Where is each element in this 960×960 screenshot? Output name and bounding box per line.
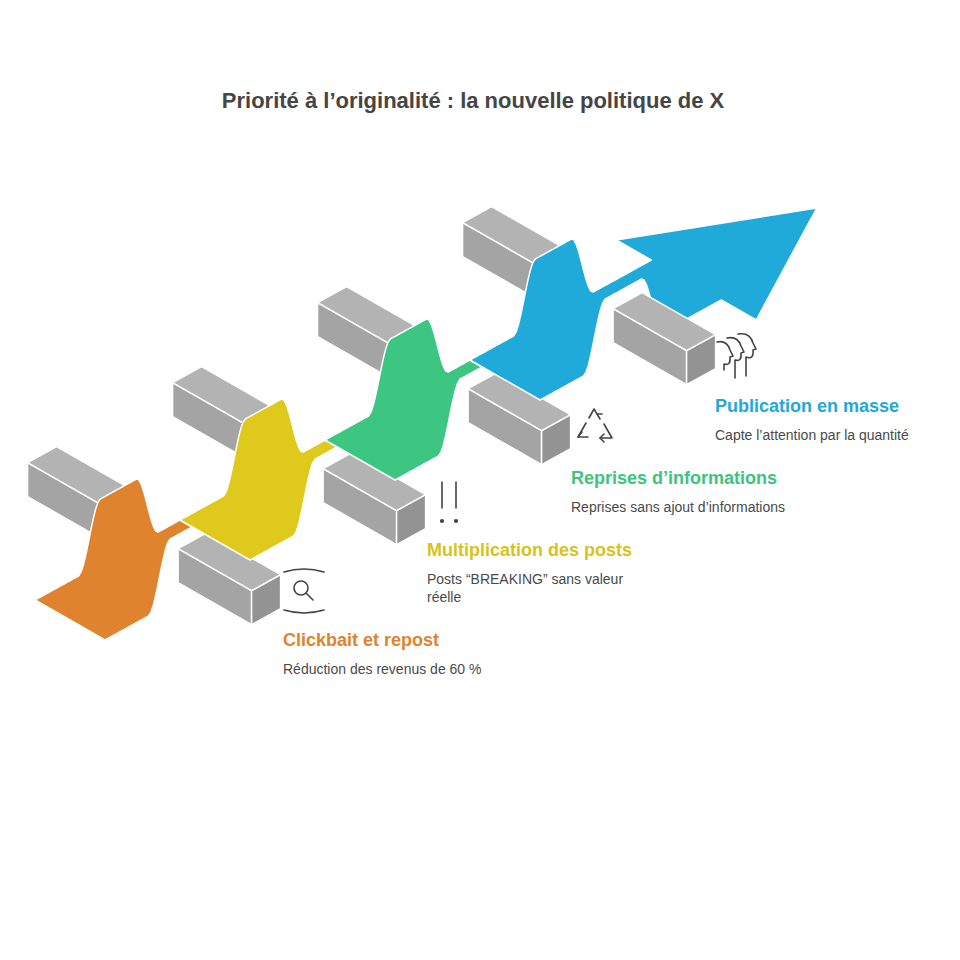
icon-stroke [738, 334, 756, 376]
ribbon-part [470, 208, 817, 400]
icon-stroke [600, 434, 604, 442]
step-description: Posts “BREAKING” sans valeur réelle [427, 570, 645, 606]
exclamation-icon [441, 482, 458, 522]
icon-stroke [578, 423, 588, 437]
step-description: Réduction des revenus de 60 % [283, 660, 523, 678]
step-heading: Multiplication des posts [427, 539, 645, 561]
ribbon-part [613, 293, 716, 351]
recycle-icon [578, 409, 612, 442]
step-description: Capte l’attention par la quantité [715, 426, 952, 444]
heads-icon [717, 334, 756, 378]
step-heading: Publication en masse [715, 395, 952, 417]
step-heading: Reprises d’informations [571, 467, 821, 489]
step-heading: Clickbait et repost [283, 629, 523, 651]
icon-stroke [578, 432, 582, 437]
icon-stroke [441, 520, 444, 523]
step-description: Reprises sans ajout d’informations [571, 498, 821, 516]
icon-stroke [597, 413, 602, 415]
icon-stroke [284, 569, 324, 572]
ribbon-illustration [28, 207, 817, 640]
search-icon [284, 569, 324, 613]
icon-stroke [284, 610, 324, 613]
icon-stroke [717, 342, 733, 370]
icon-stroke [442, 482, 456, 508]
step-label: Publication en masseCapte l’attention pa… [715, 395, 952, 444]
step-label: Clickbait et repostRéduction des revenus… [283, 629, 523, 678]
step-label: Multiplication des postsPosts “BREAKING”… [427, 539, 645, 606]
diagram-title: Priorité à l’originalité : la nouvelle p… [0, 88, 946, 114]
icon-stroke [455, 520, 458, 523]
icon-stroke [727, 338, 744, 378]
icon-stroke [306, 593, 313, 600]
step-label: Reprises d’informationsReprises sans ajo… [571, 467, 821, 516]
